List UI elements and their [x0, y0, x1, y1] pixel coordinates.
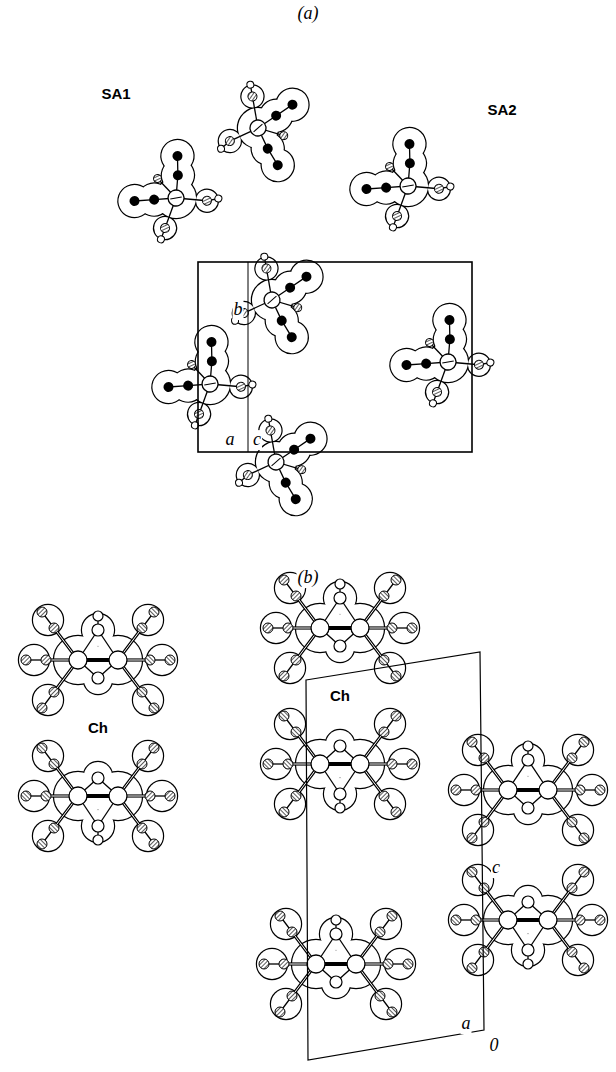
panel-label: (a): [297, 4, 320, 24]
molecule: [19, 605, 177, 715]
molecule: [341, 115, 468, 246]
molecule: [381, 291, 508, 422]
molecule-layer-b: [19, 573, 607, 1019]
axis-label: c: [491, 858, 501, 878]
molecule: [207, 72, 321, 191]
axis-label: a: [461, 1014, 472, 1034]
molecule-layer-a: [109, 72, 508, 525]
axis-label: c: [252, 430, 262, 450]
panel-label: (b): [297, 568, 320, 588]
molecule: [261, 709, 419, 819]
molecule: [143, 313, 270, 444]
unit-cell: [306, 652, 484, 1060]
molecule: [109, 127, 236, 258]
molecule: [449, 865, 607, 975]
axis-label: a: [225, 430, 236, 450]
cavity-label: Ch: [329, 688, 351, 705]
unit-cell: [198, 262, 472, 452]
molecule: [449, 735, 607, 845]
molecule-label: SA2: [486, 102, 517, 119]
molecule: [225, 406, 339, 525]
molecule: [261, 573, 419, 683]
molecule: [19, 741, 177, 851]
cavity-label: Ch: [87, 720, 109, 737]
axis-label: b: [233, 300, 244, 320]
unit-cell-edge: [248, 262, 249, 452]
molecule: [257, 909, 415, 1019]
molecule-label: SA1: [100, 86, 131, 103]
axis-label: 0: [489, 1036, 500, 1056]
